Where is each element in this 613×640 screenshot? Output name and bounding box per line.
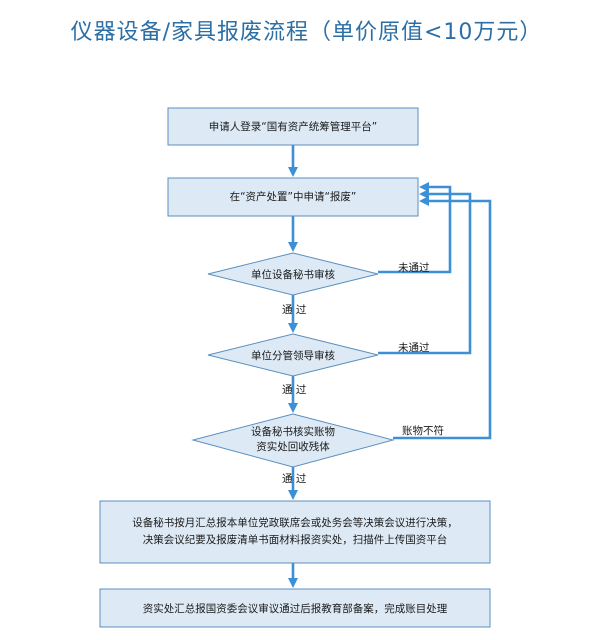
page-title: 仪器设备/家具报废流程（单价原值<10万元） (70, 20, 543, 45)
step-report-text-2: 决策会议纪要及报废清单书面材料报资实处，扫描件上传国资平台 (143, 533, 448, 546)
step-review2-text: 单位分管领导审核 (251, 349, 335, 362)
step-verify-text-1: 设备秘书核实账物 (251, 425, 335, 438)
arrow-fail1-loop (378, 182, 452, 274)
step-review1-text: 单位设备秘书审核 (251, 268, 335, 281)
step-report-text-1: 设备秘书按月汇总报本单位党政联席会或处务会等决策会议进行决策， (132, 516, 458, 529)
edge-label-pass1: 通 过 (282, 303, 307, 316)
edge-label-fail1: 未通过 (398, 261, 430, 274)
step-login-box (167, 107, 419, 146)
step-verify-text-2: 资实处回收残体 (256, 440, 330, 453)
edge-label-fail2: 未通过 (398, 341, 430, 354)
step-verify-diamond (191, 413, 395, 468)
step-review2-diamond (207, 333, 379, 377)
step-final-box (99, 588, 491, 628)
step-report-box (99, 500, 491, 564)
edge-label-pass2: 通 过 (282, 383, 307, 396)
edge-label-mismatch: 账物不符 (402, 424, 444, 437)
step-login-text: 申请人登录“国有资产统筹管理平台” (209, 120, 377, 133)
edge-label-pass3: 通 过 (282, 472, 307, 485)
step-apply-text: 在“资产处置”中申请“报废” (230, 190, 357, 203)
step-review1-diamond (207, 252, 379, 296)
arrow-mismatch-loop (393, 196, 492, 440)
step-apply-box (167, 177, 419, 217)
step-final-text: 资实处汇总报国资委会议审议通过后报教育部备案，完成账目处理 (143, 602, 448, 615)
arrow-fail2-loop (378, 189, 472, 355)
